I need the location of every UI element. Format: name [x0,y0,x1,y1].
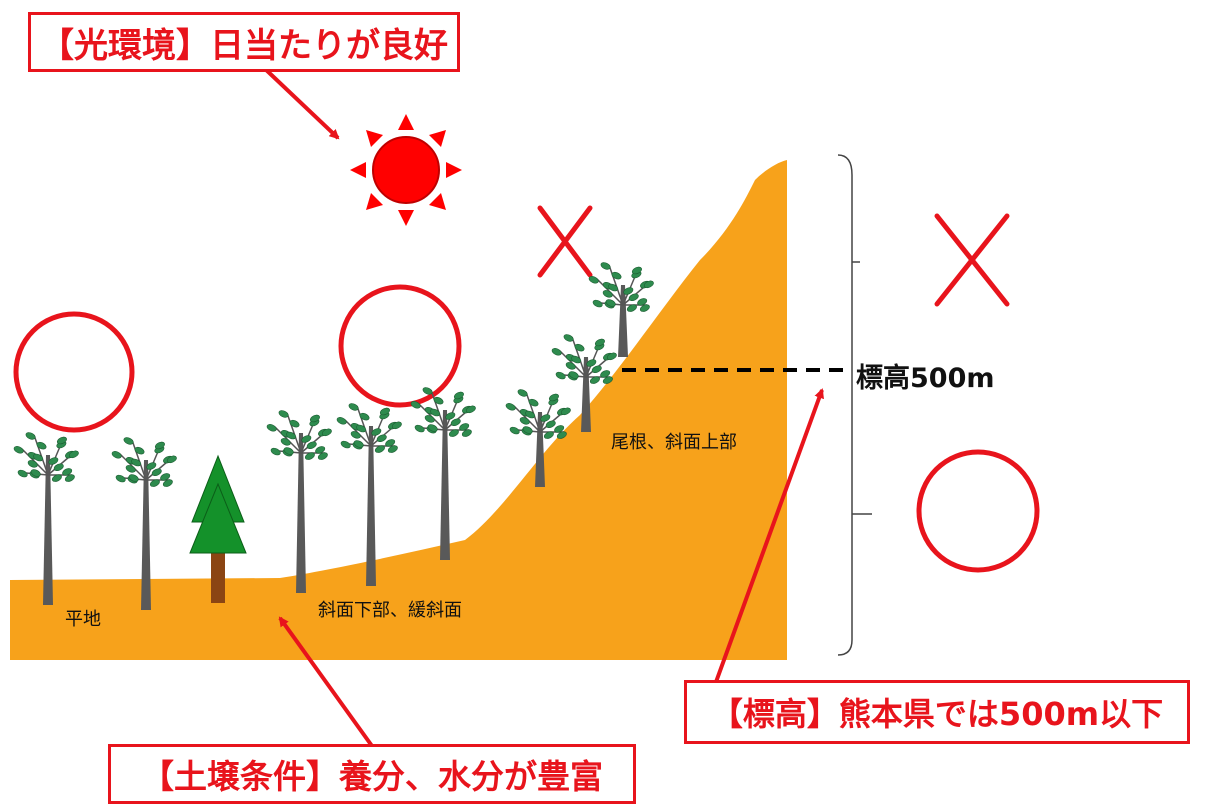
broadleaf-tree-icon [505,389,571,487]
label-ridge-upper-slope: 尾根、斜面上部 [611,432,737,453]
bad-mark-ridge [537,205,593,278]
label-lower-slope: 斜面下部、緩斜面 [318,600,462,621]
arrow-to-sun [260,64,340,140]
broadleaf-tree-icon [410,387,476,560]
broadleaf-tree-icon [13,432,79,605]
broadleaf-trees [13,262,654,610]
elevation-bracket [837,154,853,656]
good-mark-lower-slope [338,284,462,408]
broadleaf-tree-icon [336,403,402,586]
broadleaf-tree-icon [266,410,332,593]
arrow-to-altitude-line [714,388,824,683]
callout-soil-conditions: 【土壌条件】養分、水分が豊富 [108,744,636,804]
callout-elevation: 【標高】熊本県では500m以下 [684,680,1190,744]
broadleaf-tree-icon [551,334,617,432]
broadleaf-tree-icon [588,262,654,357]
ground-slope [10,160,787,660]
arrow-to-ground [278,616,374,748]
conifer-tree-icon [189,454,247,603]
broadleaf-tree-icon [111,437,177,610]
label-altitude-500m: 標高500m [856,363,995,394]
bad-mark-above-500m [934,213,1010,307]
callout-light-environment: 【光環境】日当たりが良好 [28,12,460,72]
good-mark-below-500m [916,449,1040,573]
sun-icon [350,114,462,226]
good-mark-flat [13,311,135,433]
label-flat-land: 平地 [65,609,101,630]
